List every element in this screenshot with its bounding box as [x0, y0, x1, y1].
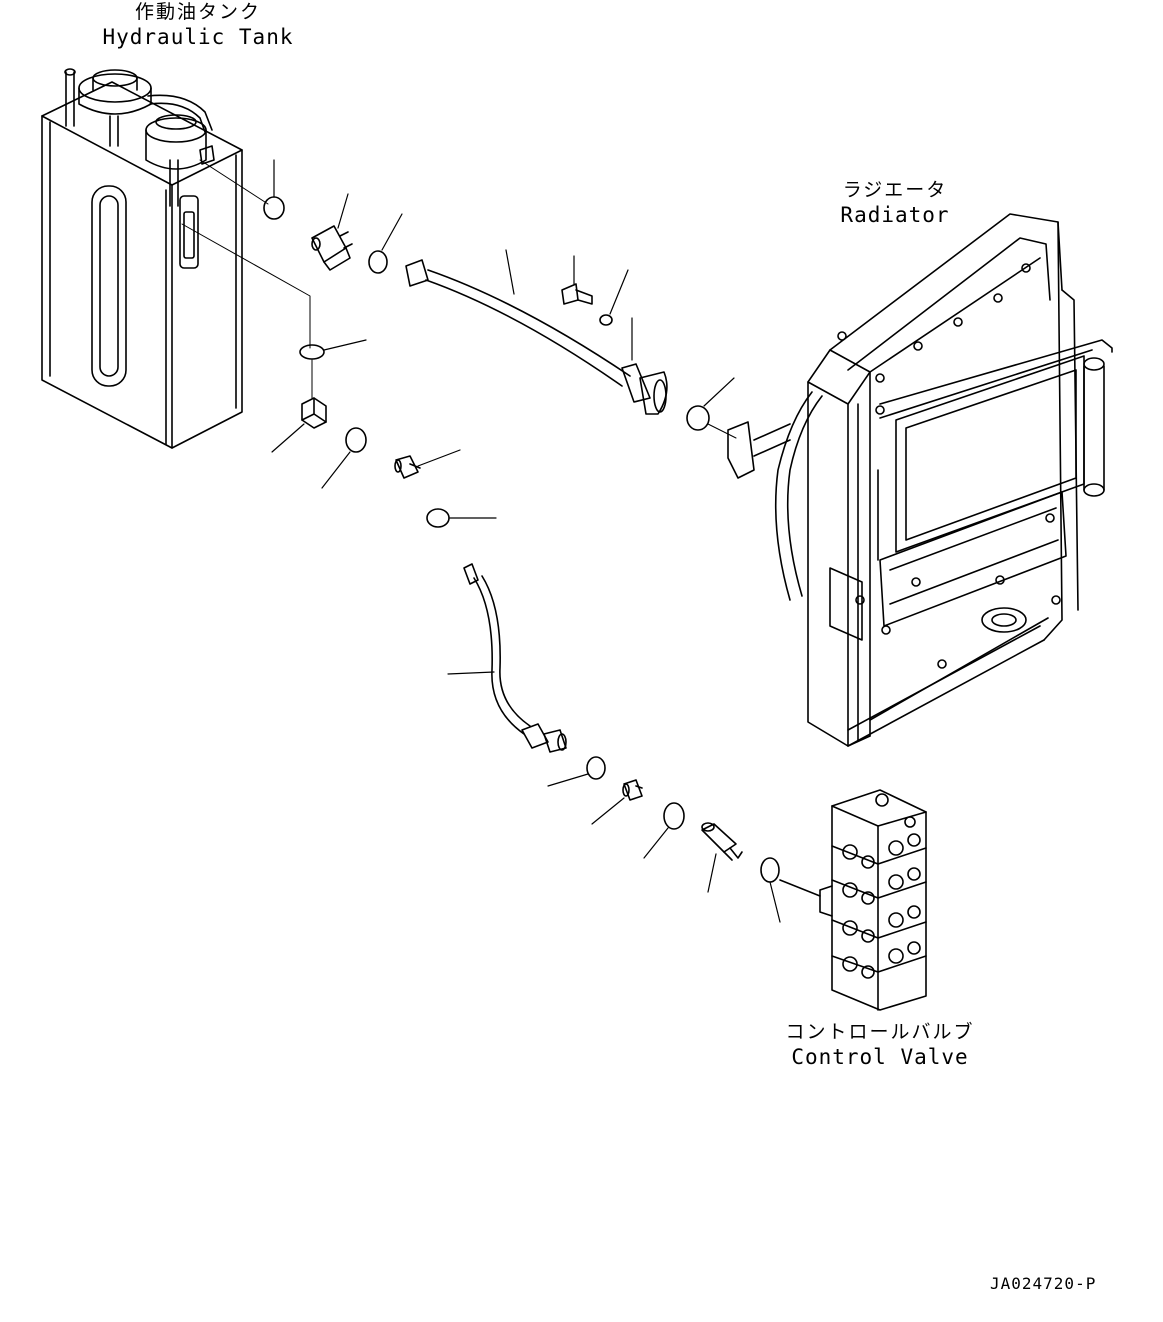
pipe-nipple	[702, 823, 742, 860]
adapter-fitting-3	[623, 780, 642, 800]
o-ring-6	[427, 509, 449, 527]
control-valve	[780, 790, 926, 1010]
upper-hose	[406, 260, 667, 414]
o-ring-2	[369, 251, 387, 273]
radiator-label-jp: ラジエータ	[842, 179, 948, 201]
adapter-fitting-2	[395, 456, 420, 478]
hydraulic-tank	[42, 69, 242, 448]
radiator	[728, 214, 1112, 746]
o-ring-5	[346, 428, 366, 452]
o-ring-3	[687, 406, 709, 430]
lower-hose	[464, 564, 566, 752]
washer	[600, 315, 612, 325]
flange-bolt	[562, 284, 592, 304]
o-ring-4	[300, 345, 324, 359]
control-valve-label: コントロールバルブ Control Valve	[770, 1020, 990, 1070]
drawing-code: JA024720-P	[990, 1274, 1097, 1293]
o-ring-1	[264, 197, 284, 219]
control-valve-label-jp: コントロールバルブ	[785, 1021, 975, 1043]
hydraulic-tank-label-en: Hydraulic Tank	[102, 25, 294, 49]
o-ring-7	[587, 757, 605, 779]
valve-ports	[843, 794, 920, 978]
o-ring-8	[664, 803, 684, 829]
radiator-label: ラジエータ Radiator	[810, 178, 980, 228]
adapter-fitting-1	[312, 226, 352, 270]
o-ring-9	[761, 858, 779, 882]
radiator-bolts	[838, 264, 1060, 668]
elbow-fitting	[302, 398, 326, 428]
hydraulic-tank-label-jp: 作動油タンク	[134, 1, 261, 23]
hydraulic-tank-label: 作動油タンク Hydraulic Tank	[98, 0, 298, 50]
fittings	[182, 160, 780, 922]
control-valve-label-en: Control Valve	[791, 1045, 969, 1069]
radiator-label-en: Radiator	[840, 203, 950, 227]
